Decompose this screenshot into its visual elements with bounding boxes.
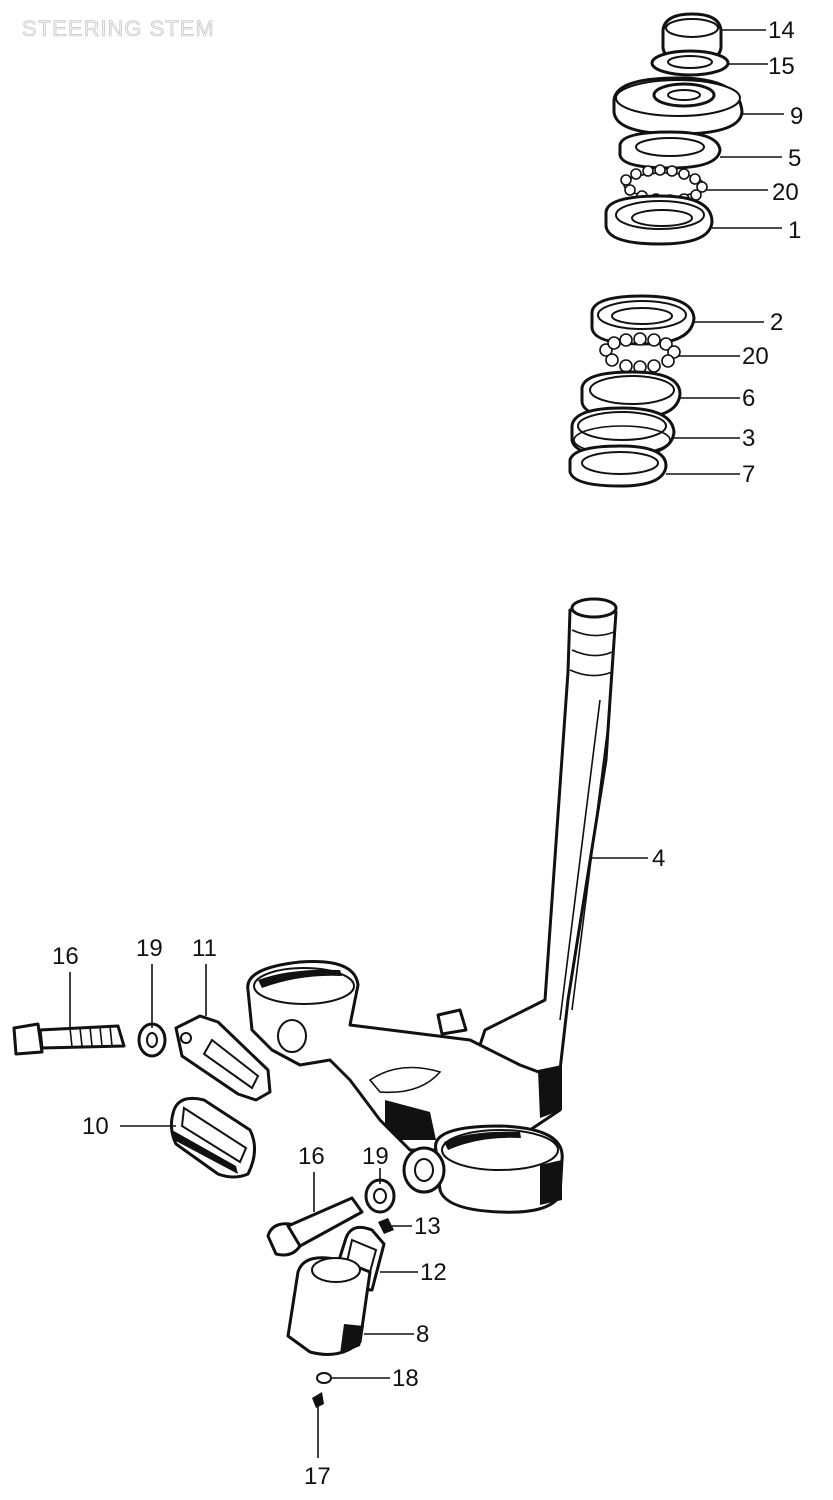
diagram-title: STEERING STEM xyxy=(22,16,215,42)
callout-20-lower: 20 xyxy=(742,343,769,370)
part-3-bottom-cone-race xyxy=(570,406,676,458)
callout-6: 6 xyxy=(742,385,755,412)
callout-17: 17 xyxy=(304,1463,331,1490)
callout-9: 9 xyxy=(790,103,803,130)
part-16-bolt-lower xyxy=(266,1196,364,1257)
part-4-bottom-bridge xyxy=(246,959,564,1214)
part-6-dust-seal xyxy=(580,370,682,420)
part-1-bearing-race xyxy=(604,194,714,246)
callout-12: 12 xyxy=(420,1259,447,1286)
part-20-steel-balls-lower xyxy=(599,332,681,374)
callout-3: 3 xyxy=(742,425,755,452)
callout-4: 4 xyxy=(652,845,665,872)
part-8-clamp xyxy=(286,1256,372,1356)
leader-lines xyxy=(69,29,784,1458)
part-18-o-ring xyxy=(316,1372,332,1384)
callout-11: 11 xyxy=(192,935,217,962)
part-19-washer-left xyxy=(137,1022,167,1058)
callout-19-left: 19 xyxy=(136,935,163,962)
callout-13: 13 xyxy=(414,1213,441,1240)
callout-19-lower: 19 xyxy=(362,1143,389,1170)
callout-16-lower: 16 xyxy=(298,1143,325,1170)
part-2-bottom-race xyxy=(590,294,696,346)
part-5-bearing-cone xyxy=(618,130,722,170)
part-7-ring xyxy=(568,444,668,488)
callout-20-upper: 20 xyxy=(772,179,799,206)
part-9-adjusting-nut xyxy=(612,76,744,136)
part-16-bolt-left xyxy=(12,1022,126,1056)
part-4-steering-stem xyxy=(478,597,618,1082)
callout-8: 8 xyxy=(416,1321,429,1348)
part-17-screw xyxy=(312,1392,324,1408)
part-11-holder xyxy=(174,1014,272,1102)
callout-10: 10 xyxy=(82,1113,109,1140)
callout-18: 18 xyxy=(392,1365,419,1392)
callout-2: 2 xyxy=(770,309,783,336)
callout-15: 15 xyxy=(768,53,795,80)
part-15-washer xyxy=(650,49,730,77)
part-19-washer-lower xyxy=(364,1178,396,1214)
callout-5: 5 xyxy=(788,145,801,172)
part-10-grommet xyxy=(169,1096,256,1179)
callout-14: 14 xyxy=(768,17,795,44)
callout-1: 1 xyxy=(788,217,801,244)
callout-7: 7 xyxy=(742,461,755,488)
part-13-clip xyxy=(378,1218,394,1234)
callout-16-left: 16 xyxy=(52,943,79,970)
